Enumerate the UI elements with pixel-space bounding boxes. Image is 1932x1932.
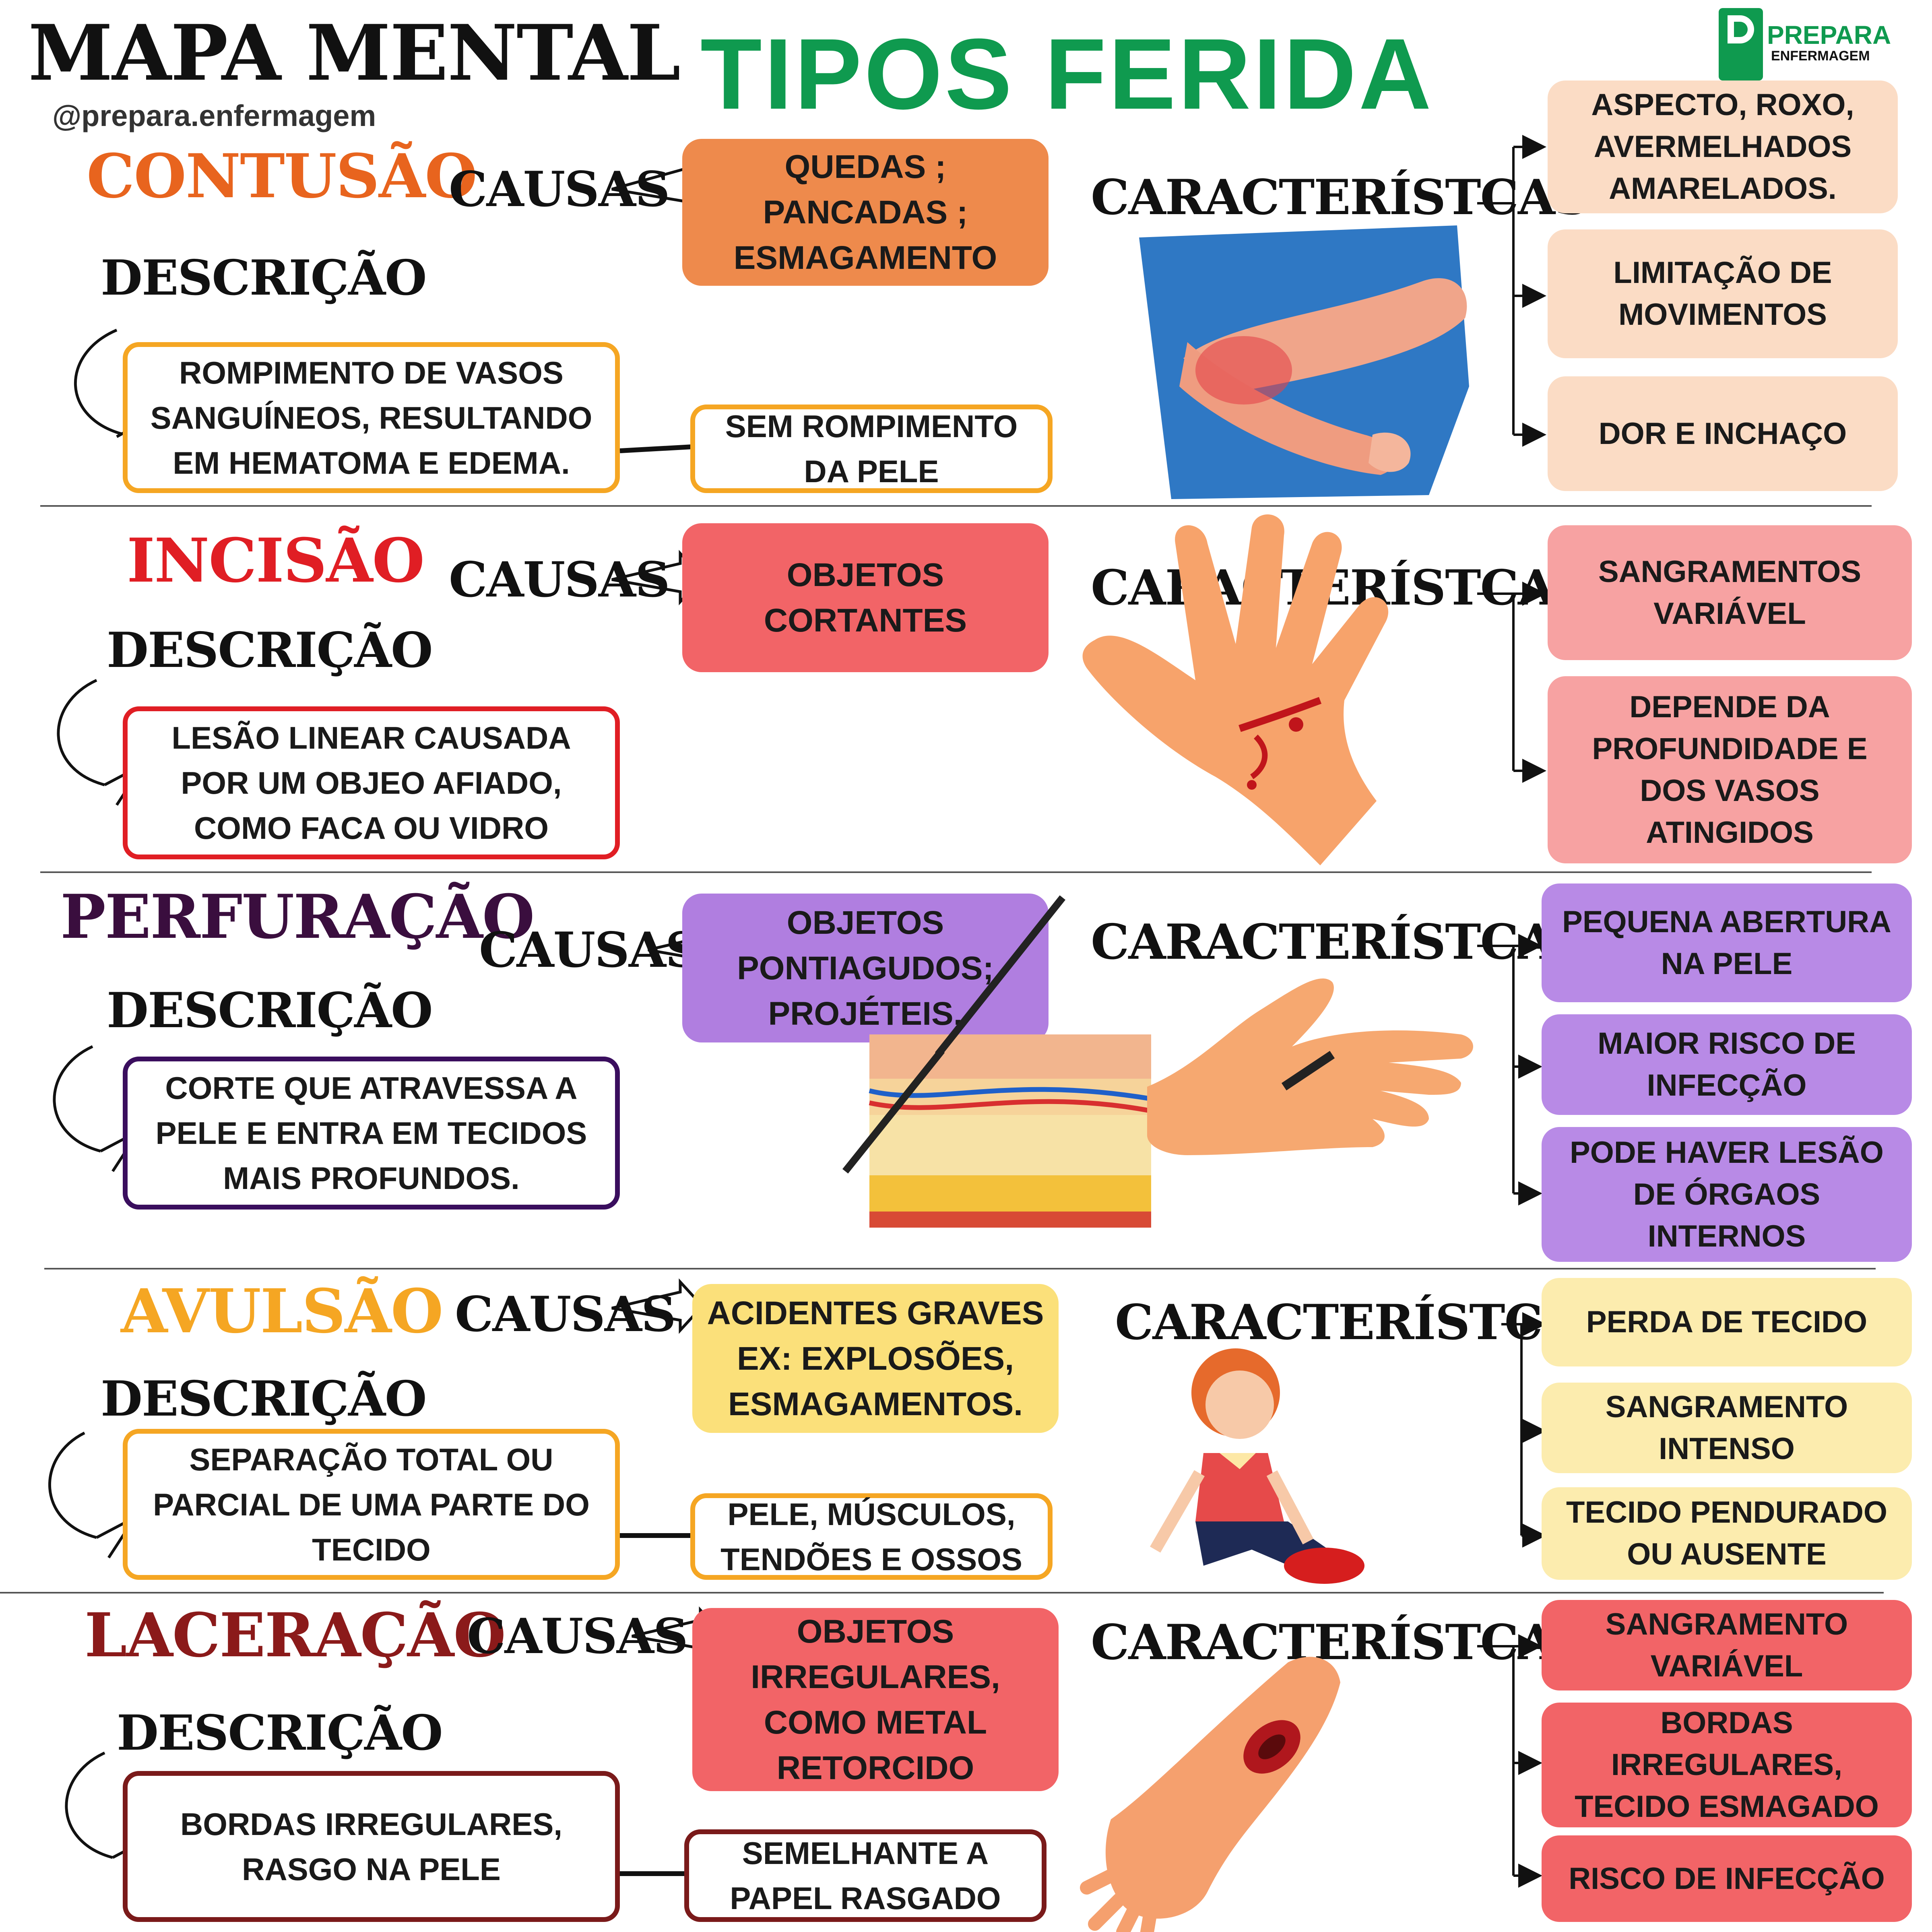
descricao-label: DESCRIÇÃO [101, 1371, 427, 1427]
caracteristica-box: DEPENDE DA PROFUNDIDADE E DOS VASOS ATIN… [1548, 676, 1912, 863]
section-title-contusao: CONTUSÃO [87, 141, 477, 212]
caracteristicas-label: CARACTERÍSTCAS [1115, 1294, 1614, 1351]
logo-top-text: PREPARA [1767, 21, 1891, 50]
caracteristica-box: TECIDO PENDURADO OU AUSENTE [1542, 1487, 1912, 1580]
logo-icon [1719, 8, 1763, 80]
causa-box: ACIDENTES GRAVES EX: EXPLOSÕES, ESMAGAME… [692, 1284, 1059, 1433]
punctured-hand-illustration [1147, 978, 1473, 1155]
injured-girl-illustration [1150, 1348, 1364, 1584]
bruised-elbow-illustration [1139, 225, 1469, 499]
section-title-avulsao: AVULSÃO [121, 1276, 444, 1347]
caracteristica-box: PEQUENA ABERTURA NA PELE [1542, 883, 1912, 1002]
mapa-mental-title: MAPA MENTAL [28, 8, 681, 98]
descricao-box: ROMPIMENTO DE VASOS SANGUÍNEOS, RESULTAN… [123, 342, 620, 493]
section-divider [0, 1592, 1884, 1593]
caracteristica-box: PERDA DE TECIDO [1542, 1278, 1912, 1366]
caracteristica-box: MAIOR RISCO DE INFECÇÃO [1542, 1014, 1912, 1115]
causa-box: QUEDAS ; PANCADAS ; ESMAGAMENTO [682, 139, 1049, 286]
caracteristica-box: PODE HAVER LESÃO DE ÓRGAOS INTERNOS [1542, 1127, 1912, 1262]
caracteristicas-label: CARACTERÍSTCAS [1091, 559, 1589, 616]
descricao-box: CORTE QUE ATRAVESSA A PELE E ENTRA EM TE… [123, 1057, 620, 1210]
caracteristica-box: BORDAS IRREGULARES, TECIDO ESMAGADO [1542, 1703, 1912, 1827]
causa-box: OBJETOS PONTIAGUDOS; PROJÉTEIS. [682, 894, 1049, 1042]
caracteristica-box: ASPECTO, ROXO, AVERMELHADOS AMARELADOS. [1548, 80, 1898, 213]
descricao-box: SEPARAÇÃO TOTAL OU PARCIAL DE UMA PARTE … [123, 1429, 620, 1580]
descricao-label: DESCRIÇÃO [107, 982, 433, 1039]
section-title-incisao: INCISÃO [127, 525, 425, 596]
descricao-label: DESCRIÇÃO [101, 250, 427, 306]
extra-box: SEM ROMPIMENTO DA PELE [690, 405, 1053, 493]
caracteristica-box: SANGRAMENTOS VARIÁVEL [1548, 525, 1912, 660]
causa-box: OBJETOS CORTANTES [682, 523, 1049, 672]
extra-box: PELE, MÚSCULOS, TENDÕES E OSSOS [690, 1493, 1053, 1580]
caracteristicas-label: CARACTERÍSTCAS [1091, 1614, 1589, 1671]
descricao-label: DESCRIÇÃO [117, 1705, 443, 1761]
causas-label: CAUSAS [455, 1286, 676, 1343]
causas-label: CAUSAS [467, 1608, 688, 1665]
extra-box: SEMELHANTE A PAPEL RASGADO [684, 1829, 1046, 1922]
section-divider [40, 871, 1872, 873]
skin-layers-illustration [842, 895, 1152, 1228]
caracteristica-box: RISCO DE INFECÇÃO [1542, 1835, 1912, 1922]
caracteristica-box: SANGRAMENTO VARIÁVEL [1542, 1600, 1912, 1690]
section-divider [40, 505, 1872, 507]
section-title-laceracao: LACERAÇÃO [85, 1600, 506, 1671]
caracteristica-box: SANGRAMENTO INTENSO [1542, 1383, 1912, 1473]
caracteristica-box: DOR E INCHAÇO [1548, 376, 1898, 491]
descricao-label: DESCRIÇÃO [107, 622, 433, 679]
section-divider [44, 1268, 1876, 1269]
causas-label: CAUSAS [449, 161, 670, 218]
caracteristicas-label: CARACTERÍSTCAS [1091, 169, 1589, 226]
logo-bottom-text: ENFERMAGEM [1771, 48, 1870, 64]
lacerated-arm-illustration [1080, 1657, 1340, 1932]
main-title: TIPOS FERIDA [700, 18, 1434, 130]
section-title-perfuracao: PERFURAÇÃO [60, 881, 535, 952]
causa-box: OBJETOS IRREGULARES, COMO METAL RETORCID… [692, 1608, 1059, 1791]
handle-text: @prepara.enfermagem [52, 99, 376, 132]
caracteristicas-label: CARACTERÍSTCAS [1091, 914, 1589, 970]
logo: PREPARA ENFERMAGEM [1719, 8, 1912, 85]
causas-label: CAUSAS [449, 551, 670, 608]
caracteristica-box: LIMITAÇÃO DE MOVIMENTOS [1548, 229, 1898, 358]
descricao-box: BORDAS IRREGULARES, RASGO NA PELE [123, 1771, 620, 1922]
causas-label: CAUSAS [479, 922, 700, 978]
descricao-box: LESÃO LINEAR CAUSADA POR UM OBJEO AFIADO… [123, 706, 620, 859]
cut-hand-illustration [1082, 514, 1389, 865]
